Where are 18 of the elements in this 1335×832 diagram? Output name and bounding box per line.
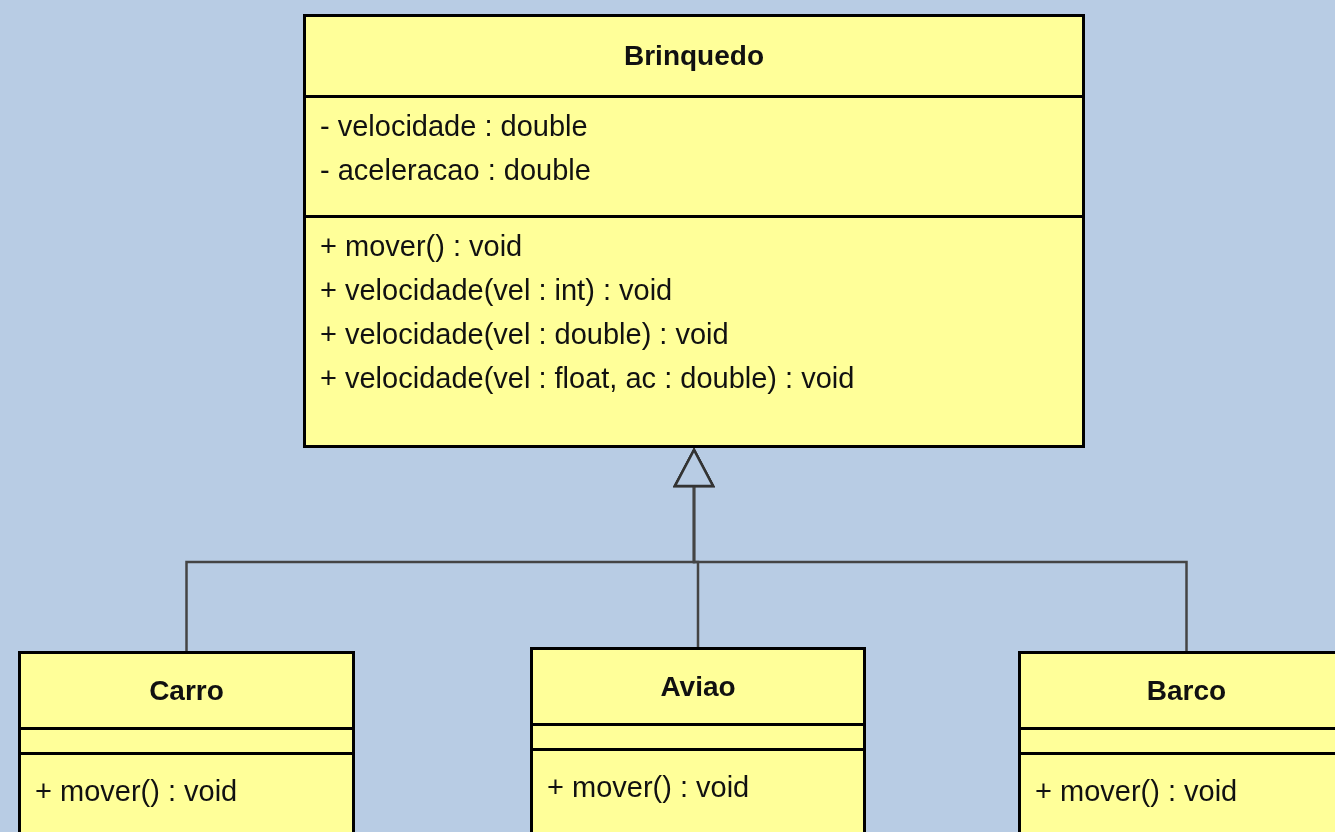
method-text: + mover() : void [547, 770, 751, 805]
method-text: + mover() : void [35, 774, 239, 809]
class-box [530, 647, 866, 832]
class-box [1018, 651, 1335, 832]
class-box [303, 14, 1085, 448]
class-name: Brinquedo [624, 39, 764, 73]
attribute-text: - aceleracao : double [320, 153, 592, 188]
generalization-arrow [673, 448, 1188, 651]
method-text: + velocidade(vel : int) : void [320, 273, 674, 308]
attribute-text: - velocidade : double [320, 109, 589, 144]
method-text: + velocidade(vel : float, ac : double) : void [320, 361, 856, 396]
method-text: + velocidade(vel : double) : void [320, 317, 730, 352]
method-text: + mover() : void [1035, 774, 1239, 809]
method-text: + mover() : void [320, 229, 524, 264]
class-name: Barco [1146, 673, 1227, 708]
class-box [18, 651, 355, 832]
class-name: Carro [149, 673, 224, 708]
class-name: Aviao [660, 669, 736, 704]
